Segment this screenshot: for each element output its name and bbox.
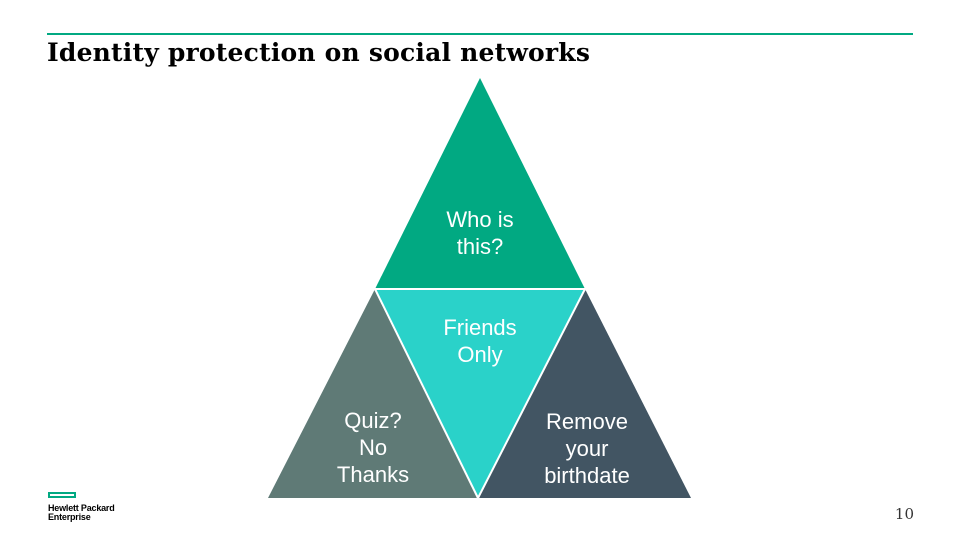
separator-line [374,288,479,499]
title-rule [47,33,913,35]
label-friends-only: Friends Only [443,315,517,367]
separator-line [477,288,586,499]
label-quiz-no-thanks: Quiz? No Thanks [336,408,410,487]
triangle-top [375,78,585,289]
label-remove-birthdate: Remove your birthdate [544,409,630,488]
slide-title: Identity protection on social networks [47,38,591,67]
page-number: 10 [894,505,914,523]
hpe-logo-element-icon [48,492,76,498]
hpe-logo: Hewlett Packard Enterprise [48,492,138,526]
logo-text-line-2: Enterprise [48,512,91,522]
label-who-is-this: Who is this? [446,207,514,259]
triangle-right [478,289,691,498]
triangle-left [268,289,478,498]
logo-text-line-1: Hewlett Packard [48,503,115,513]
triangle-middle [375,289,585,498]
triangle-separators [374,288,586,499]
